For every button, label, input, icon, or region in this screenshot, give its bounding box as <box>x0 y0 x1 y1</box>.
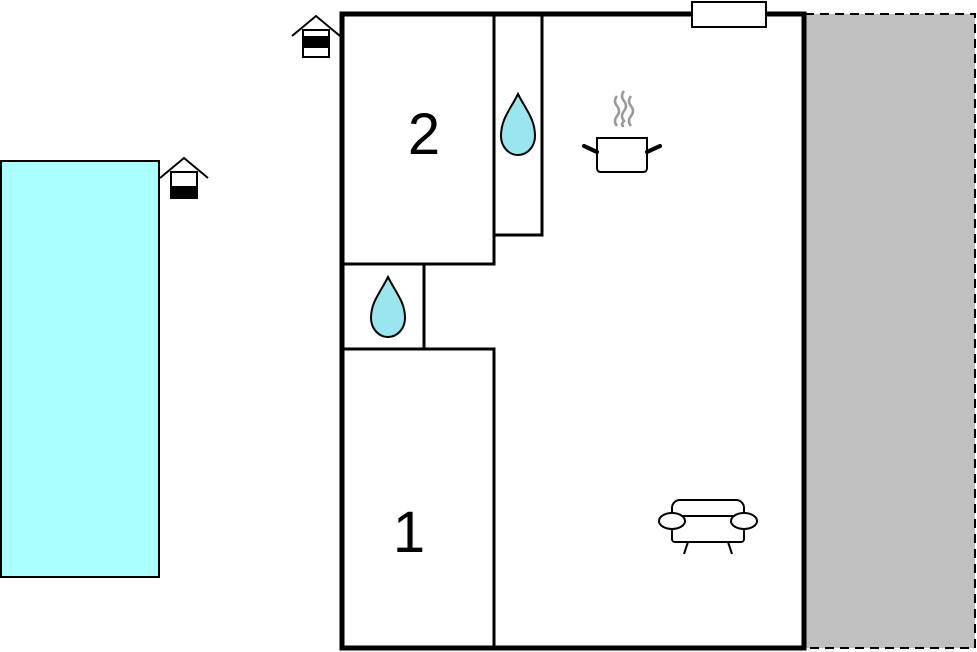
room-1-label: 1 <box>393 500 425 565</box>
terrace-area <box>804 13 976 649</box>
house-entrance-icon <box>291 14 341 58</box>
house-entrance-icon <box>159 156 209 199</box>
pool-area <box>0 160 160 578</box>
window <box>691 1 767 28</box>
room-2-label: 2 <box>408 102 440 167</box>
interior-walls <box>342 14 544 648</box>
cooking-pot-icon <box>582 90 662 173</box>
water-drop-icon <box>369 274 407 338</box>
water-drop-icon <box>499 91 537 156</box>
sofa-icon <box>658 499 758 555</box>
